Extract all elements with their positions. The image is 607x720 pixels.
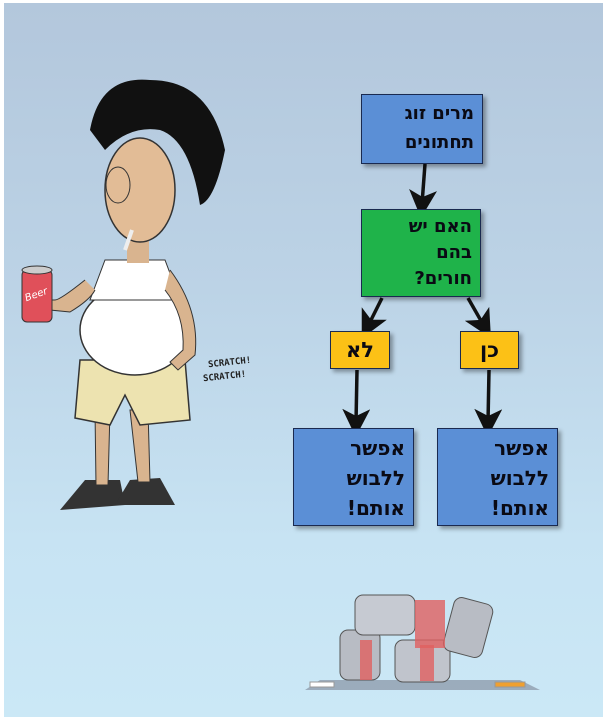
no-result-box: אפשר ללבוש אותם! [293, 428, 414, 526]
yes-result-box: אפשר ללבוש אותם! [437, 428, 558, 526]
flow-arrows [342, 163, 503, 437]
man-illustration [21, 79, 225, 510]
decision-box: האם יש בהם חורים? [361, 209, 481, 297]
arrow-question-to-no [361, 297, 387, 339]
empty-cans-pile [305, 594, 540, 690]
arrow-yes-to-result [474, 369, 503, 437]
no-label-box: לא [330, 331, 390, 369]
arrow-start-to-question [409, 163, 438, 218]
arrow-no-to-result [342, 369, 371, 437]
arrow-question-to-yes [464, 297, 491, 339]
start-box: מרים זוג תחתונים [361, 94, 483, 164]
yes-label-box: כן [460, 331, 519, 369]
